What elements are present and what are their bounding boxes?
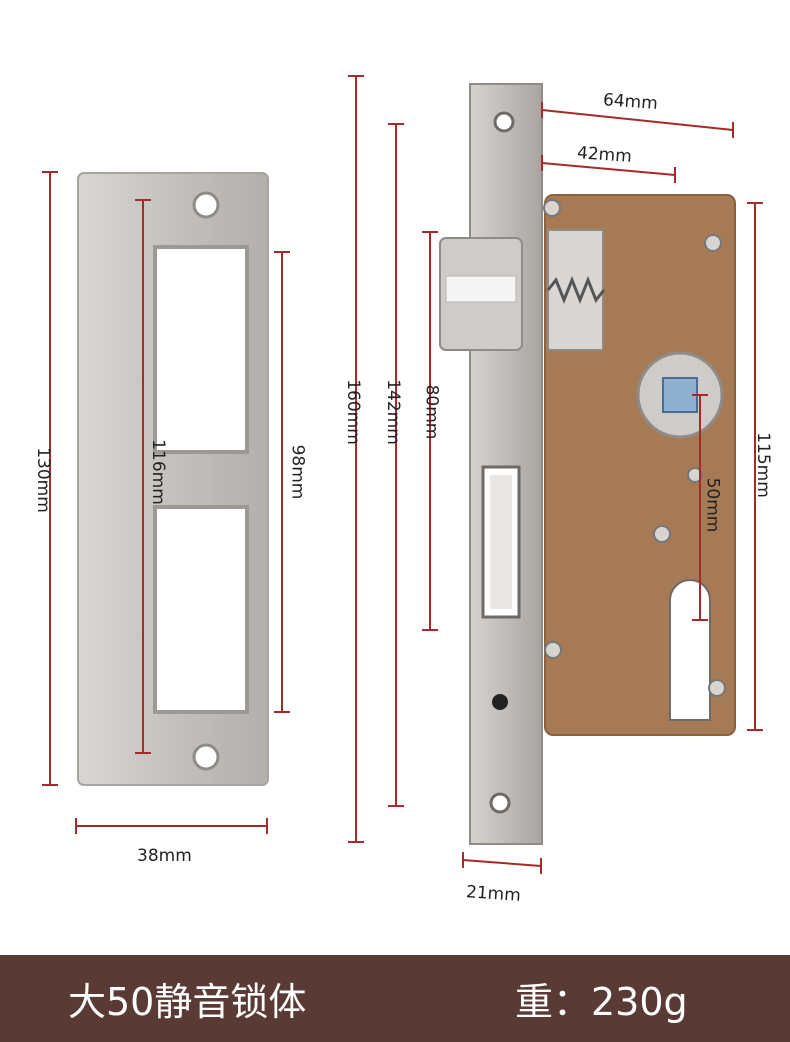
screw-hole-icon (493, 111, 515, 133)
dimension-label-latch-span: 80mm (421, 384, 442, 440)
screw-hole-icon (489, 792, 511, 814)
screw-icon (543, 199, 561, 217)
dimension-label-faceplate-width: 21mm (465, 882, 522, 906)
dimension-label-case-height: 115mm (752, 432, 773, 498)
dimension-label-strike-opening: 98mm (287, 444, 308, 500)
dimension-label-strike-inner: 116mm (147, 439, 168, 505)
screw-icon (708, 679, 726, 697)
screw-icon (544, 641, 562, 659)
caption-bar: 大50静音锁体 重：230g (0, 955, 790, 1042)
cylinder-hole-icon (669, 579, 711, 721)
dimension-label-backset: 42mm (576, 143, 633, 167)
dimension-label-strike-height: 130mm (32, 447, 53, 513)
spring-icon (546, 275, 606, 305)
screw-icon (687, 467, 703, 483)
dimension-label-case-depth: 64mm (602, 90, 659, 114)
screw-hole-icon (192, 191, 220, 219)
product-title: 大50静音锁体 (68, 980, 307, 1024)
screw-hole-icon (192, 743, 220, 771)
product-weight: 重：230g (515, 980, 688, 1024)
latch-mechanism (547, 229, 604, 351)
dimension-label-center-distance: 50mm (702, 477, 723, 533)
dimension-label-faceplate-height: 160mm (342, 379, 363, 445)
lock-illustration (42, 75, 763, 874)
screw-icon (653, 525, 671, 543)
keyhole-icon (492, 694, 508, 710)
strike-plate (77, 172, 269, 786)
faceplate (469, 83, 543, 845)
dimension-label-faceplate-holes: 142mm (382, 379, 403, 445)
dimension-lines (42, 75, 763, 874)
dimension-label-strike-width: 38mm (137, 846, 192, 866)
screw-icon (704, 234, 722, 252)
lock-body (543, 194, 736, 736)
spindle-hole-icon (662, 377, 698, 413)
latch-bolt (439, 237, 523, 351)
